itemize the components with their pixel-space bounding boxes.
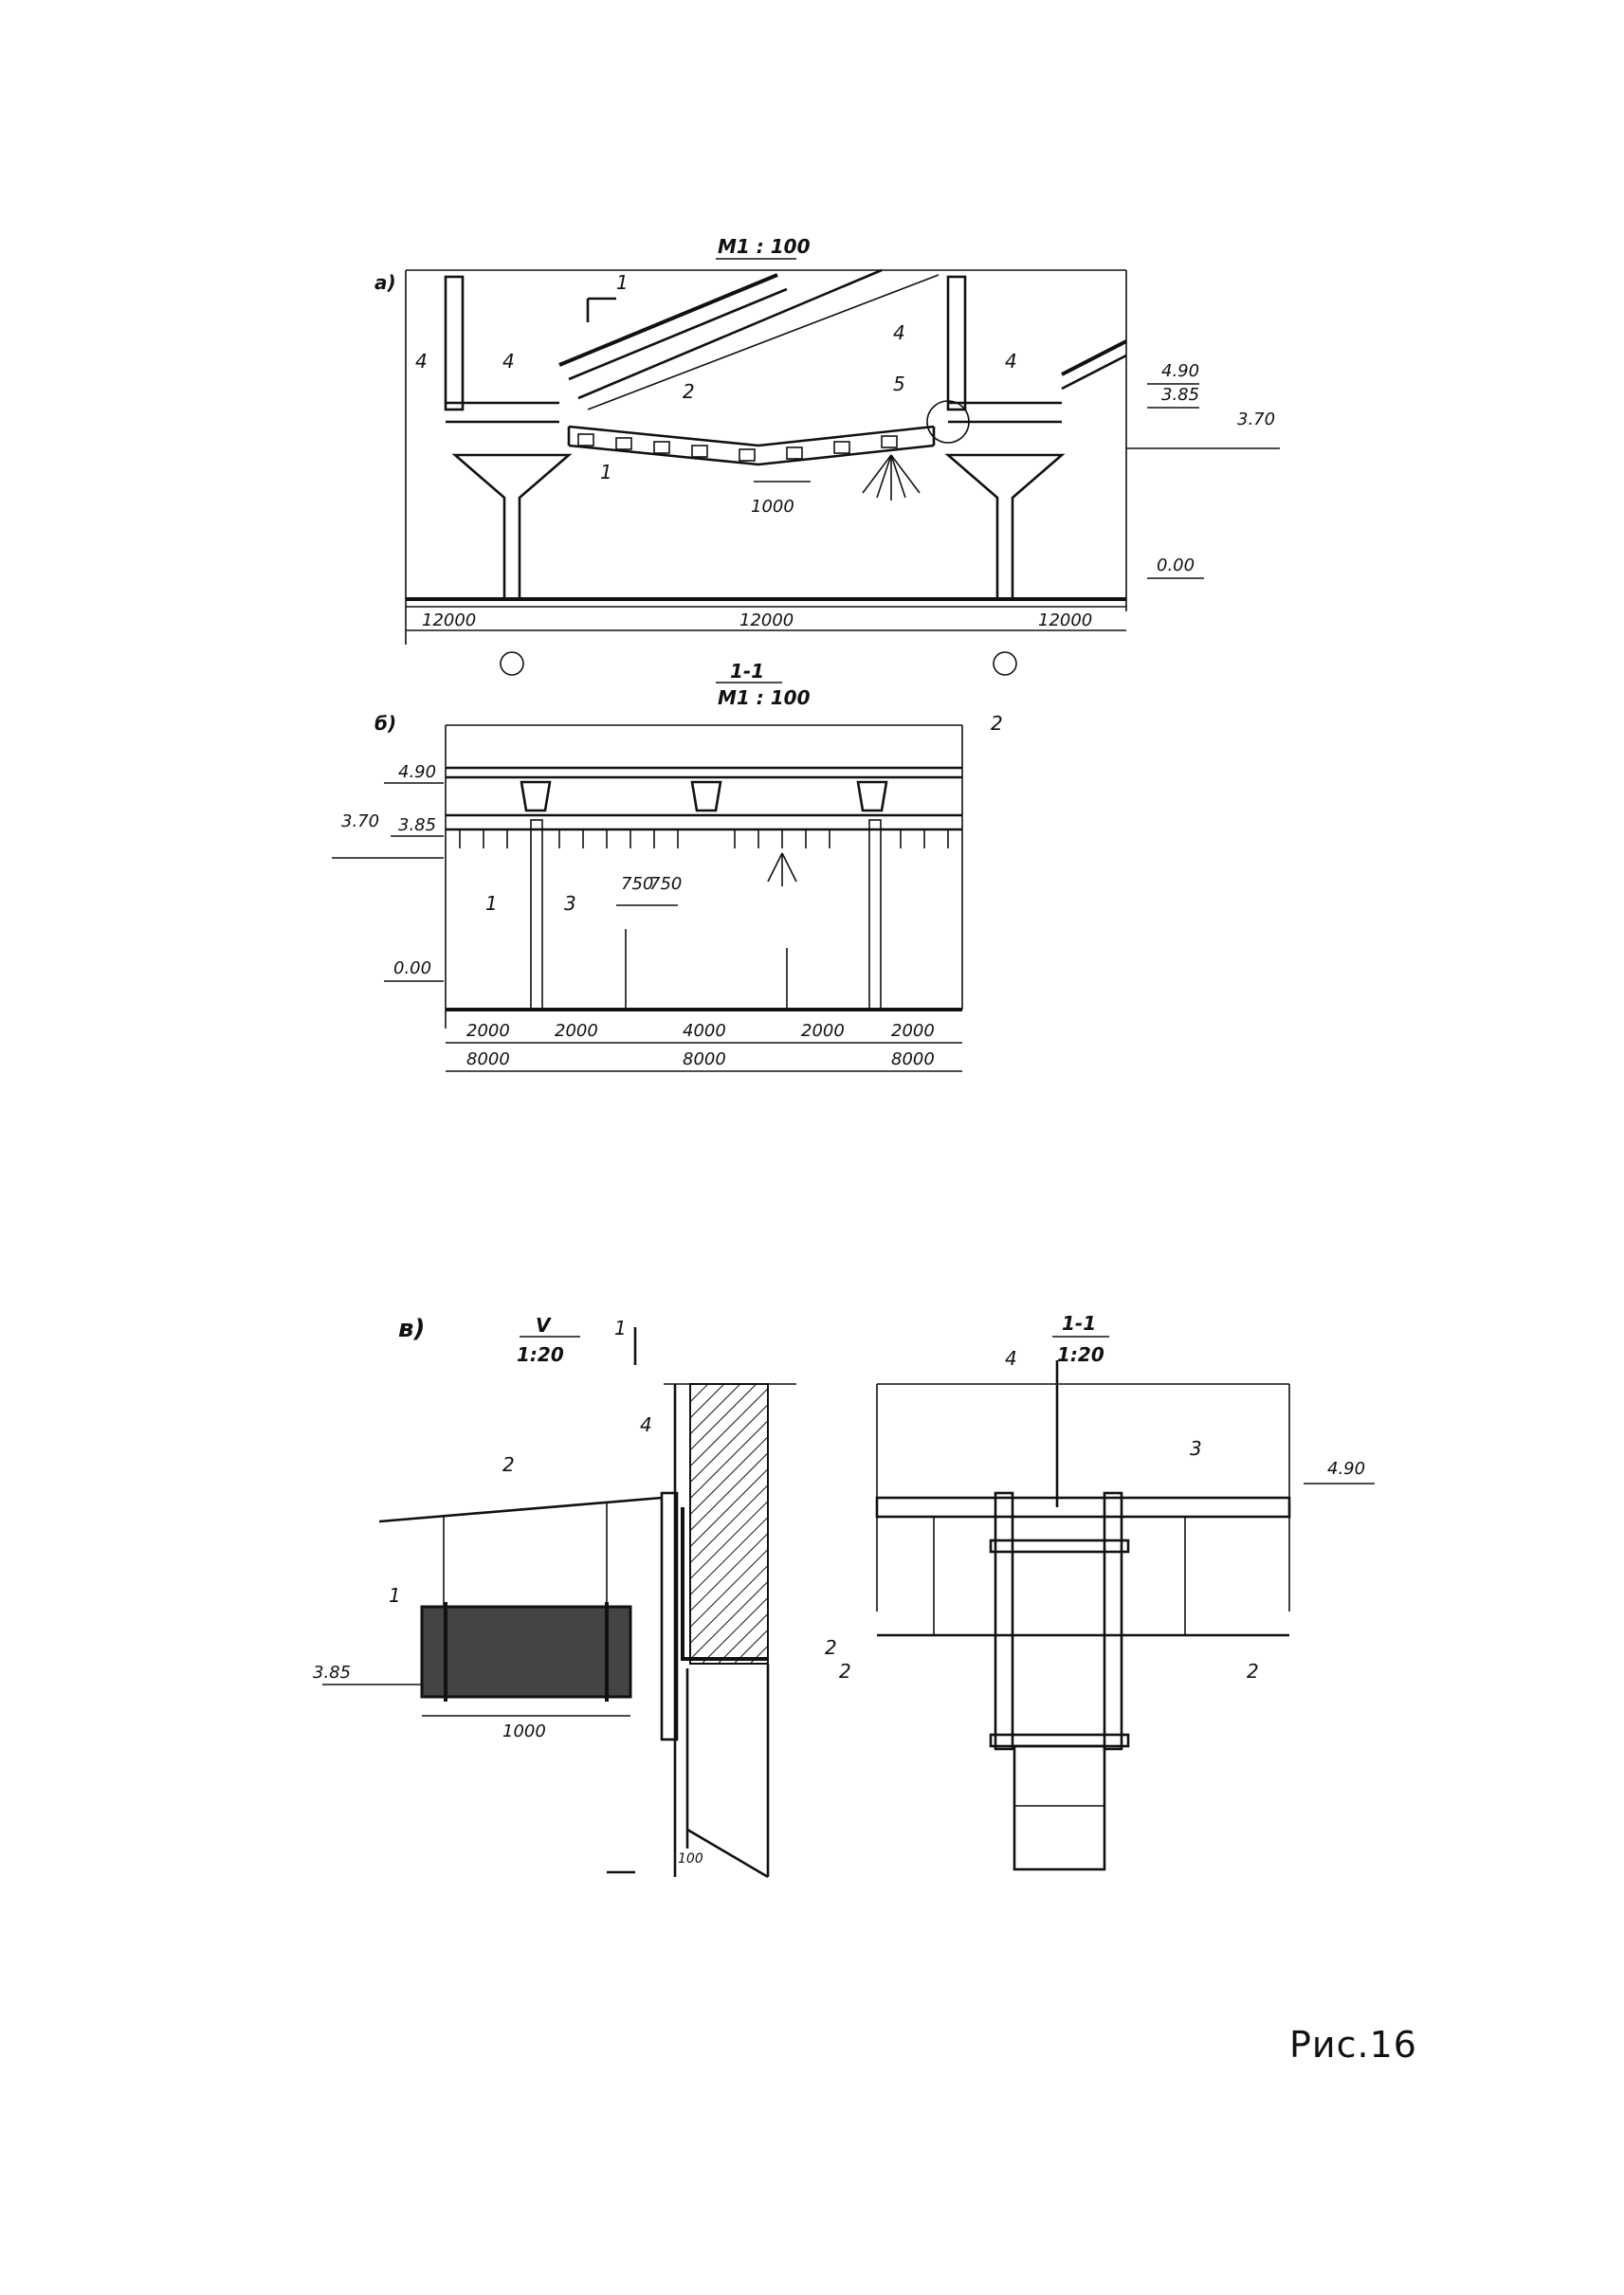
level-3-70: 3.70 [341,811,379,831]
view-b-section-title: 1-1 [730,660,764,683]
level-3-85: 3.85 [1161,385,1199,405]
diffuser [881,435,898,448]
gap-100: 100 [678,1851,703,1867]
label-4: 4 [415,350,428,373]
label-4: 4 [893,321,905,344]
hanger-post [994,1491,1014,1751]
section-mark-label: 1 [614,1317,627,1339]
view-b-letter: б) [374,712,396,735]
node-title: V [536,1314,552,1337]
diffuser [653,441,670,454]
beam-head [856,780,888,812]
view-a-scale: M1 : 100 [718,235,811,258]
column [868,819,882,1011]
label-2: 2 [825,1636,837,1659]
label-1: 1 [485,892,498,915]
beam-head [520,780,552,812]
view-d: 1-1 1:20 4 3 2 2 4.90 [839,1312,1375,1871]
level-4-90: 4.90 [1161,361,1199,381]
column [530,819,543,1011]
label-3: 3 [1190,1437,1202,1460]
axis-circle [500,651,524,676]
roof-beam-left [444,275,559,424]
label-4: 4 [502,350,515,373]
span-middle: 12000 [739,610,794,630]
label-5: 5 [893,373,905,395]
label-4: 4 [640,1413,652,1436]
hanger-crossbar [989,1539,1130,1554]
dim-2000: 2000 [466,1021,510,1041]
detail-node-circle [926,400,970,444]
dim-8000: 8000 [891,1049,935,1069]
label-2: 2 [683,380,695,403]
dim-4000: 4000 [683,1021,726,1041]
level-3-85: 3.85 [398,815,436,835]
dim-2000: 2000 [555,1021,598,1041]
length-1000: 1000 [502,1721,546,1741]
dim-2000: 2000 [891,1021,935,1041]
spacing-2: 750 [649,874,682,894]
air-duct-section [420,1605,632,1699]
wall-hatched [689,1383,769,1665]
span-right: 12000 [1038,610,1092,630]
level-3-70: 3.70 [1237,410,1275,429]
axis-circle [993,651,1017,676]
diffuser [786,446,803,460]
view-d-scale: 1:20 [1057,1343,1104,1366]
view-d-section-title: 1-1 [1062,1312,1096,1335]
beam-head [690,780,722,812]
label-2: 2 [502,1453,515,1476]
view-c-letter: в) [398,1315,425,1343]
diffuser [577,433,594,446]
diffuser [691,445,708,458]
level-0-00: 0.00 [393,958,431,978]
section-mark-label: 1 [616,271,629,294]
column-right [944,453,1066,601]
diffuser [833,441,850,454]
column [1013,1744,1106,1871]
column-left [451,453,573,601]
air-jet-arrows [862,454,921,501]
label-4: 4 [1005,1347,1017,1370]
view-a-letter: а) [374,271,396,294]
dim-8000: 8000 [683,1049,726,1069]
view-b: б) 1-1 M1 : 100 [332,660,1003,1072]
view-c: в) V 1:20 1 2 1 4 2 [313,1314,837,1879]
hanger-row [459,829,949,848]
span-left: 12000 [422,610,476,630]
figure-caption: Рис.16 [1289,2024,1417,2066]
label-1: 1 [389,1584,401,1607]
spacing-1: 750 [621,874,653,894]
label-3: 3 [564,892,576,915]
roof-beam-right [946,275,1062,424]
level-3-85: 3.85 [313,1663,351,1683]
air-duct [567,425,936,466]
dim-2000: 2000 [801,1021,845,1041]
angle-bracket [660,1491,679,1741]
node-scale: 1:20 [517,1343,564,1366]
level-4-90: 4.90 [1327,1459,1365,1479]
view-a: а) M1 : 100 [374,235,1280,676]
roof-slab [875,1496,1291,1519]
diffuser-step: 1000 [751,497,794,517]
diffuser-row [577,433,898,462]
view-b-scale: M1 : 100 [718,686,811,709]
air-jet-arrows [767,852,797,886]
support-cable [378,1496,663,1523]
hanger-post [1103,1491,1123,1751]
diffuser [739,448,756,462]
label-2: 2 [991,712,1003,735]
label-1: 1 [600,461,612,483]
skylight [558,268,1127,410]
level-0-00: 0.00 [1157,556,1195,575]
dim-8000: 8000 [466,1049,510,1069]
label-2: 2 [839,1660,851,1683]
diffuser [615,437,632,450]
level-4-90: 4.90 [398,762,436,782]
label-2: 2 [1247,1660,1259,1683]
label-4: 4 [1005,350,1017,373]
